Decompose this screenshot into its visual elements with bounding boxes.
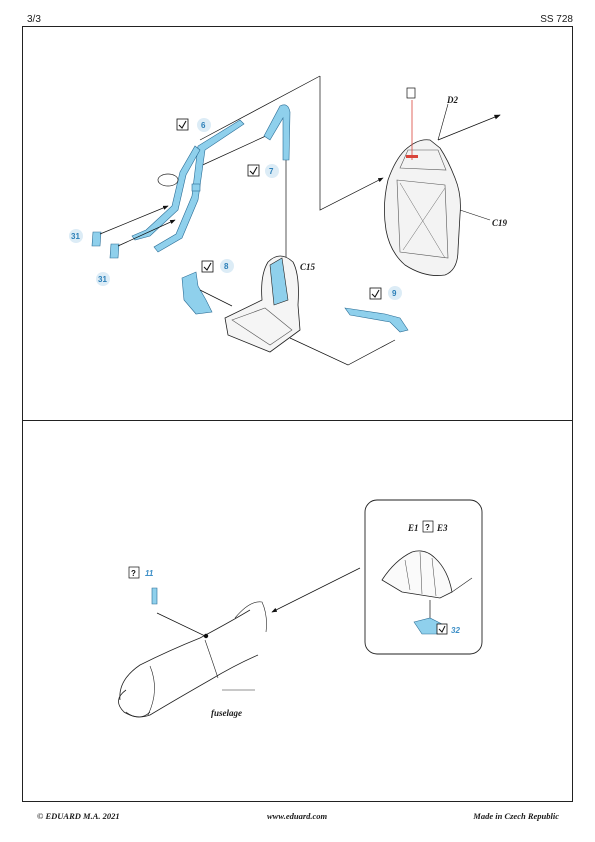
bubble-8: 8 [224, 262, 229, 271]
label-c15: C15 [300, 262, 316, 272]
bubble-7: 7 [269, 167, 274, 176]
unknown-box-icon [128, 566, 140, 579]
seat-backplate-c19 [384, 139, 461, 276]
bubble-9: 9 [392, 289, 397, 298]
lower-panel [22, 420, 573, 802]
bend-fold-icon [176, 118, 189, 131]
bubble-6: 6 [201, 121, 206, 130]
pe-part-31b [109, 243, 120, 259]
set-code: SS 728 [540, 14, 573, 25]
unknown-box-icon [422, 520, 434, 533]
bubble-31b: 31 [98, 275, 107, 284]
label-e3: E3 [436, 523, 448, 533]
page-number: 3/3 [27, 14, 41, 25]
label-fuselage: fuselage [211, 708, 242, 718]
unknown-mark: ? [425, 523, 430, 532]
bubble-31a: 31 [71, 232, 80, 241]
bend-fold-icon [369, 287, 382, 300]
seat-c15 [224, 255, 301, 353]
bend-fold-icon [247, 164, 260, 177]
footer-copyright: © EDUARD M.A. 2021 [37, 811, 120, 821]
fuselage-outline [118, 601, 267, 718]
bubble-32: 32 [451, 626, 460, 635]
instrument-cowling [381, 550, 473, 599]
unknown-box-icon [406, 87, 416, 99]
label-d2: D2 [446, 95, 458, 105]
label-e1: E1 [407, 523, 419, 533]
pe-part-7 [263, 104, 291, 161]
unknown-mark: ? [131, 569, 136, 578]
footer-origin: Made in Czech Republic [473, 811, 559, 821]
pe-part-31a [91, 231, 102, 247]
bend-fold-icon [436, 623, 448, 635]
pe-part-9 [344, 307, 409, 333]
pe-part-8 [181, 271, 213, 315]
label-c19: C19 [492, 218, 508, 228]
pe-part-11 [151, 587, 158, 605]
footer-web: www.eduard.com [267, 811, 328, 821]
bubble-11: 11 [145, 569, 154, 578]
bend-fold-icon [201, 260, 214, 273]
pe-part-6 [131, 119, 245, 253]
